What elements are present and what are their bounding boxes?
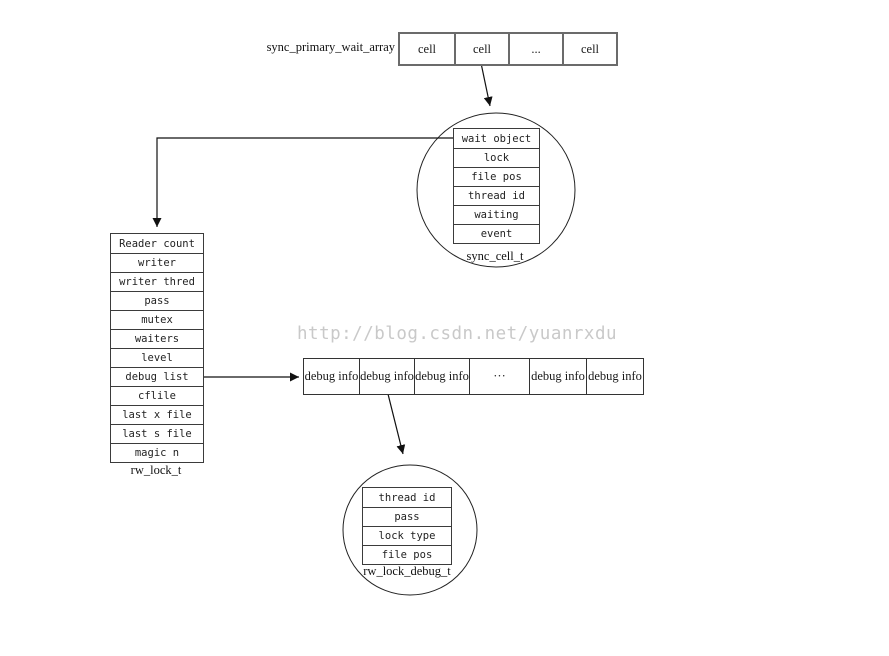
wait-array-cell: cell: [562, 34, 616, 64]
sync-cell-table: wait object lock file pos thread id wait…: [453, 128, 540, 244]
rw-lock-table: Reader count writer writer thred pass mu…: [110, 233, 204, 463]
rw-lock-debug-table: thread id pass lock type file pos: [362, 487, 452, 565]
rw-lock-debug-label: rw_lock_debug_t: [363, 564, 451, 578]
table-row: level: [111, 348, 203, 367]
debug-info-row: debug info debug info debug info ··· deb…: [303, 358, 644, 395]
table-row: file pos: [454, 167, 539, 186]
table-row: lock type: [363, 526, 451, 545]
wait-array-cell-ellipsis: ...: [508, 34, 562, 64]
table-row: mutex: [111, 310, 203, 329]
debug-info-cell: debug info: [359, 359, 414, 394]
table-row: Reader count: [119, 237, 195, 250]
table-row: event: [454, 224, 539, 243]
arrow-sync-cell-to-rw-lock: [152, 137, 453, 227]
table-row: thread id: [454, 186, 539, 205]
debug-info-cell: debug info: [586, 359, 643, 394]
sync-cell-circle: [416, 112, 576, 268]
table-row: writer thred: [111, 272, 203, 291]
arrow-cell-to-sync-cell: [480, 62, 493, 107]
table-row: magic n: [111, 443, 203, 462]
table-row: waiters: [111, 329, 203, 348]
table-row: pass: [111, 291, 203, 310]
debug-info-cell-ellipsis: ···: [469, 359, 529, 394]
debug-info-cell: debug info: [529, 359, 586, 394]
table-row-debug-list: debug list: [111, 367, 203, 386]
arrow-array-to-rw-lock-debug: [387, 393, 406, 455]
table-row: last x file: [111, 405, 203, 424]
table-row: wait object: [461, 132, 532, 145]
wait-array-cell: cell: [417, 41, 437, 56]
wait-array-label: sync_primary_wait_array: [266, 40, 395, 54]
table-row: lock: [454, 148, 539, 167]
debug-info-cell: debug info: [414, 359, 469, 394]
rw-lock-label: rw_lock_t: [130, 463, 182, 477]
table-row: file pos: [363, 545, 451, 564]
table-row: pass: [363, 507, 451, 526]
wait-array-cell: cell: [454, 34, 508, 64]
table-row: writer: [111, 253, 203, 272]
rw-lock-debug-circle: [342, 464, 478, 596]
wait-array-row: cell cell ... cell: [398, 32, 618, 66]
sync-cell-label: sync_cell_t: [466, 249, 524, 263]
table-row: thread id: [378, 491, 436, 504]
watermark-text: http://blog.csdn.net/yuanrxdu: [297, 324, 618, 344]
table-row: waiting: [454, 205, 539, 224]
table-row: cflile: [111, 386, 203, 405]
debug-info-cell: debug info: [304, 369, 359, 383]
table-row: last s file: [111, 424, 203, 443]
